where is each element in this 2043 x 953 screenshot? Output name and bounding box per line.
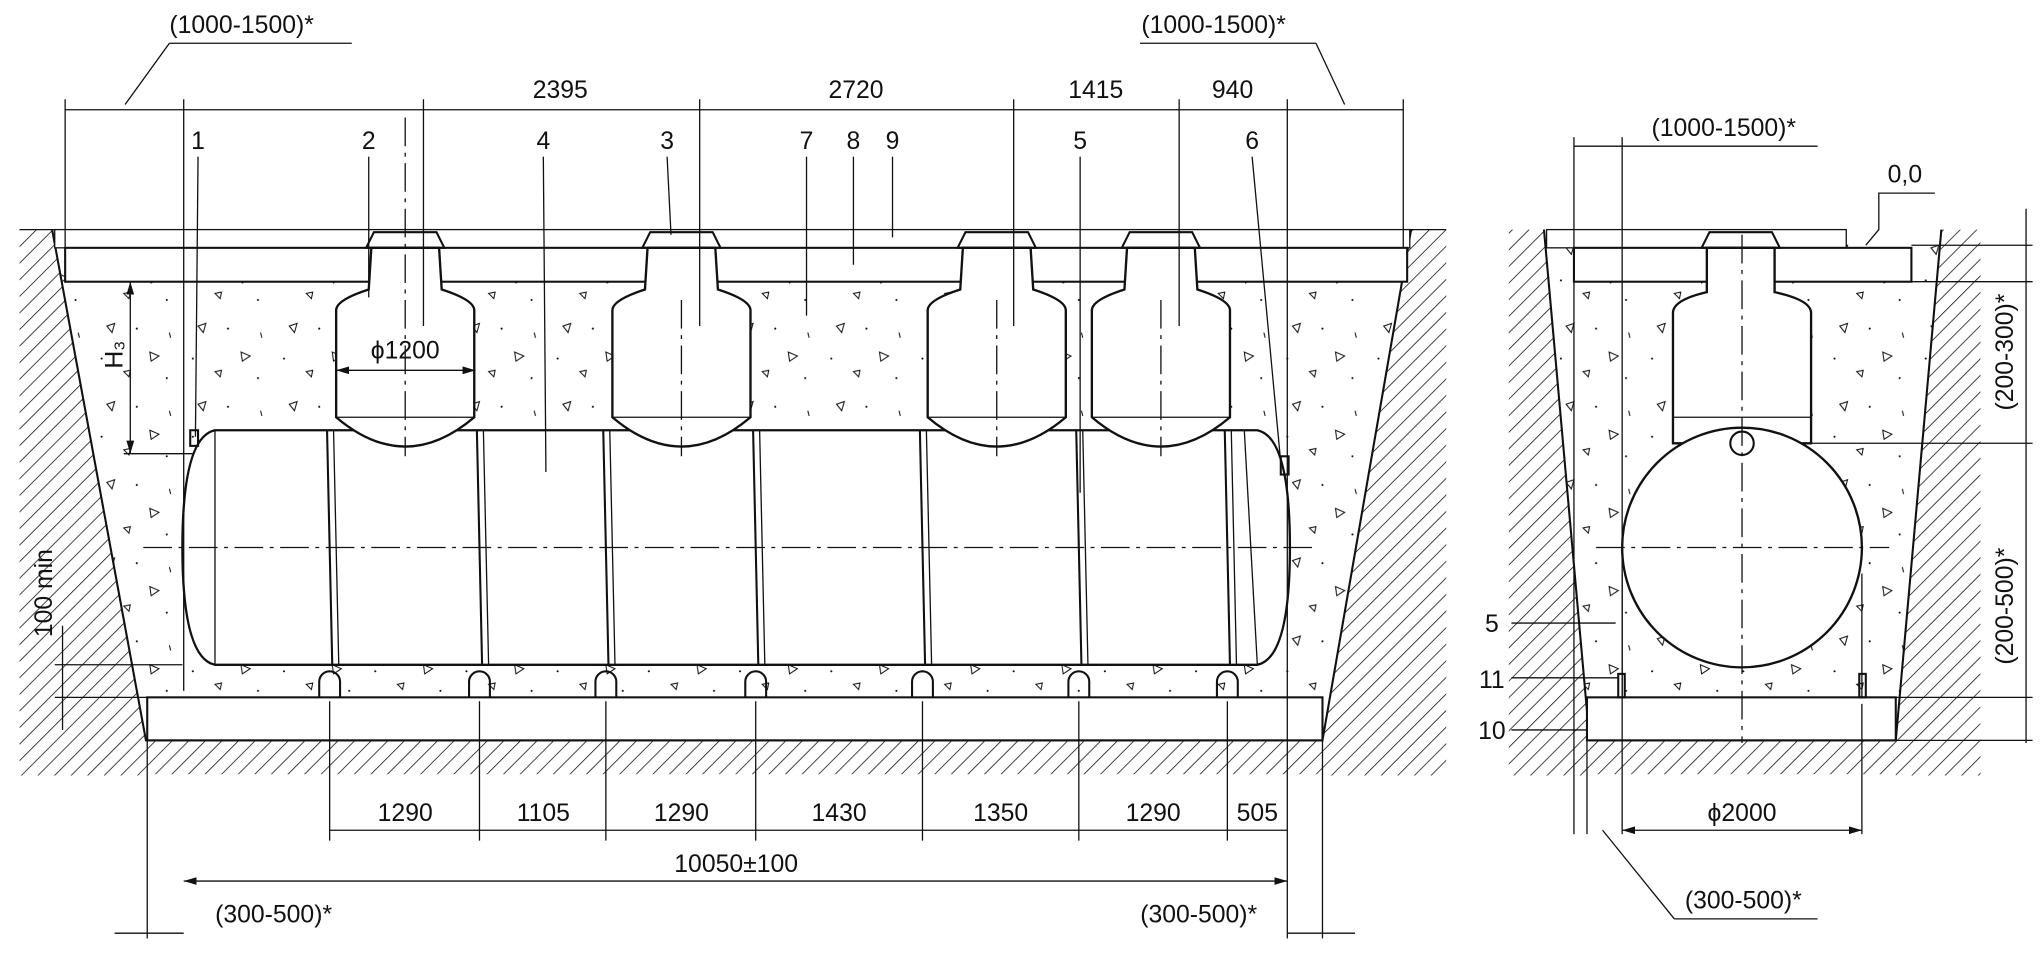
dim-bottom-4: 1430 <box>812 800 867 827</box>
dim-bottom-7: 505 <box>1237 800 1278 827</box>
level-label: 0,0 <box>1888 162 1922 189</box>
end-offset-bottom: (300-500)* <box>1685 887 1802 914</box>
callouts: 1 2 4 3 7 8 9 5 6 <box>191 128 1282 493</box>
svg-text:6: 6 <box>1245 128 1259 155</box>
risers <box>334 117 1232 457</box>
lifting-lug-left <box>189 429 200 447</box>
base-slab <box>147 697 1323 741</box>
base-gap: (200-500)* <box>1992 547 2019 664</box>
svg-text:1: 1 <box>191 128 205 155</box>
svg-text:3: 3 <box>660 128 674 155</box>
svg-text:4: 4 <box>536 128 550 155</box>
svg-text:5: 5 <box>1073 128 1087 155</box>
tank-ribs <box>318 430 1239 698</box>
soil-left <box>19 229 146 776</box>
dim-bottom-3: 1290 <box>654 800 709 827</box>
bottom-dimensions <box>114 701 1356 939</box>
overall-length: 10050±100 <box>674 851 798 878</box>
svg-text:7: 7 <box>800 128 814 155</box>
dim-bottom-5: 1350 <box>973 800 1028 827</box>
tank-diameter: ϕ2000 <box>1708 800 1777 827</box>
end-view: (1000-1500)* 0,0 (200-300)* (200-500)* ϕ… <box>1478 115 2033 920</box>
dim-bottom-right-offset: (300-500)* <box>1140 902 1257 929</box>
top-dimensions <box>64 42 1404 939</box>
svg-text:9: 9 <box>886 128 900 155</box>
cover-slab <box>65 247 1408 282</box>
dim-top-right-offset: (1000-1500)* <box>1141 12 1286 39</box>
soil-bottom <box>145 740 1323 775</box>
dim-bottom-1: 1290 <box>378 800 433 827</box>
h3-label: H₃ <box>101 341 128 369</box>
end-offset-top: (1000-1500)* <box>1652 115 1797 142</box>
dim-1415: 1415 <box>1068 77 1123 104</box>
dim-bottom-left-offset: (300-500)* <box>215 902 332 929</box>
riser-diameter: ϕ1200 <box>371 338 440 365</box>
end-callout-10: 10 <box>1478 718 1506 745</box>
svg-text:8: 8 <box>847 128 861 155</box>
insulation-layer <box>54 229 1410 248</box>
dim-2395: 2395 <box>533 77 588 104</box>
lifting-lug-right <box>1279 455 1290 476</box>
dim-2720: 2720 <box>828 77 883 104</box>
dim-940: 940 <box>1212 77 1253 104</box>
cover-depth: (200-300)* <box>1992 293 2019 410</box>
dim-bottom-6: 1290 <box>1126 800 1181 827</box>
end-callout-5: 5 <box>1485 611 1499 638</box>
soil-right <box>1322 229 1447 776</box>
dim-bottom-2: 1105 <box>517 800 570 827</box>
side-view: (1000-1500)* (1000-1500)* 2395 2720 1415… <box>19 12 1447 939</box>
end-callout-11: 11 <box>1479 667 1505 694</box>
svg-text:2: 2 <box>362 128 376 155</box>
min-clearance-label: 100 min <box>31 549 58 637</box>
dim-top-left-offset: (1000-1500)* <box>169 12 314 39</box>
